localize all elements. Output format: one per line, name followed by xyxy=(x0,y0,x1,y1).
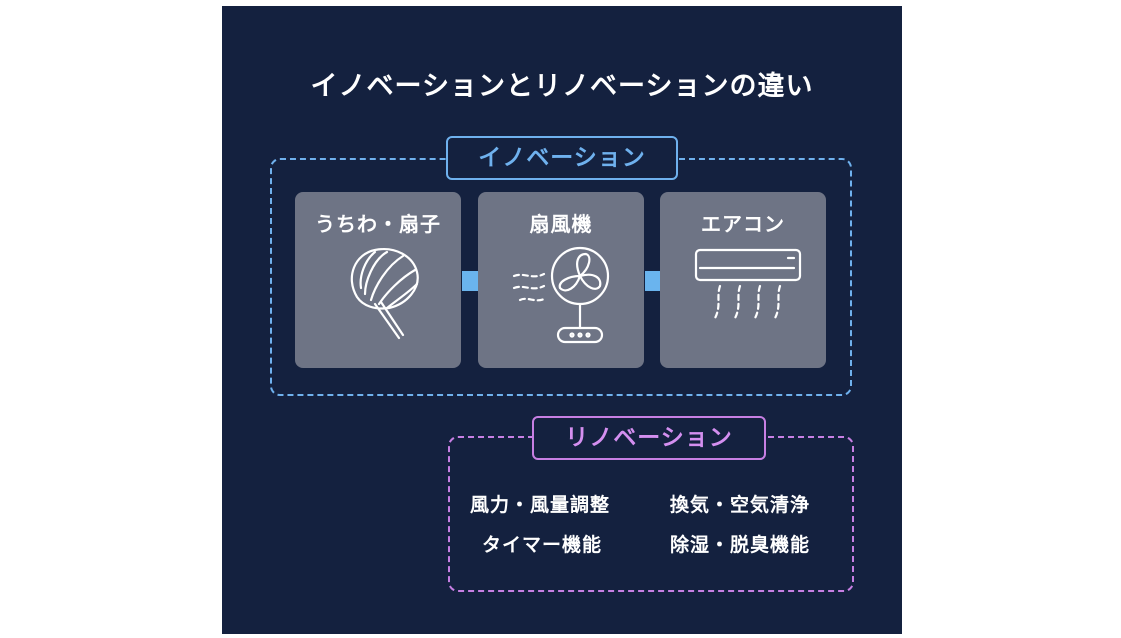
renovation-label: リノベーション xyxy=(532,416,766,460)
renovation-feature: 風力・風量調整 xyxy=(470,494,611,516)
renovation-feature: タイマー機能 xyxy=(482,534,603,556)
step-label: 扇風機 xyxy=(529,212,593,236)
uchiwa-fan-icon xyxy=(350,248,419,340)
step-card-electric-fan: 扇風機 xyxy=(478,192,644,368)
step-card-air-conditioner: エアコン xyxy=(660,192,826,368)
diagram-panel: イノベーションとリノベーションの違い イノベーション うちわ・扇子 扇風機 xyxy=(222,6,902,634)
innovation-label: イノベーション xyxy=(446,136,678,180)
step-card-uchiwa: うちわ・扇子 xyxy=(295,192,461,368)
renovation-feature: 換気・空気清浄 xyxy=(670,494,811,516)
air-conditioner-icon xyxy=(694,248,802,322)
electric-fan-icon xyxy=(512,246,610,344)
step-label: うちわ・扇子 xyxy=(315,212,441,236)
renovation-feature: 除湿・脱臭機能 xyxy=(670,534,811,556)
step-label: エアコン xyxy=(701,212,785,236)
diagram-title: イノベーションとリノベーションの違い xyxy=(310,71,814,102)
